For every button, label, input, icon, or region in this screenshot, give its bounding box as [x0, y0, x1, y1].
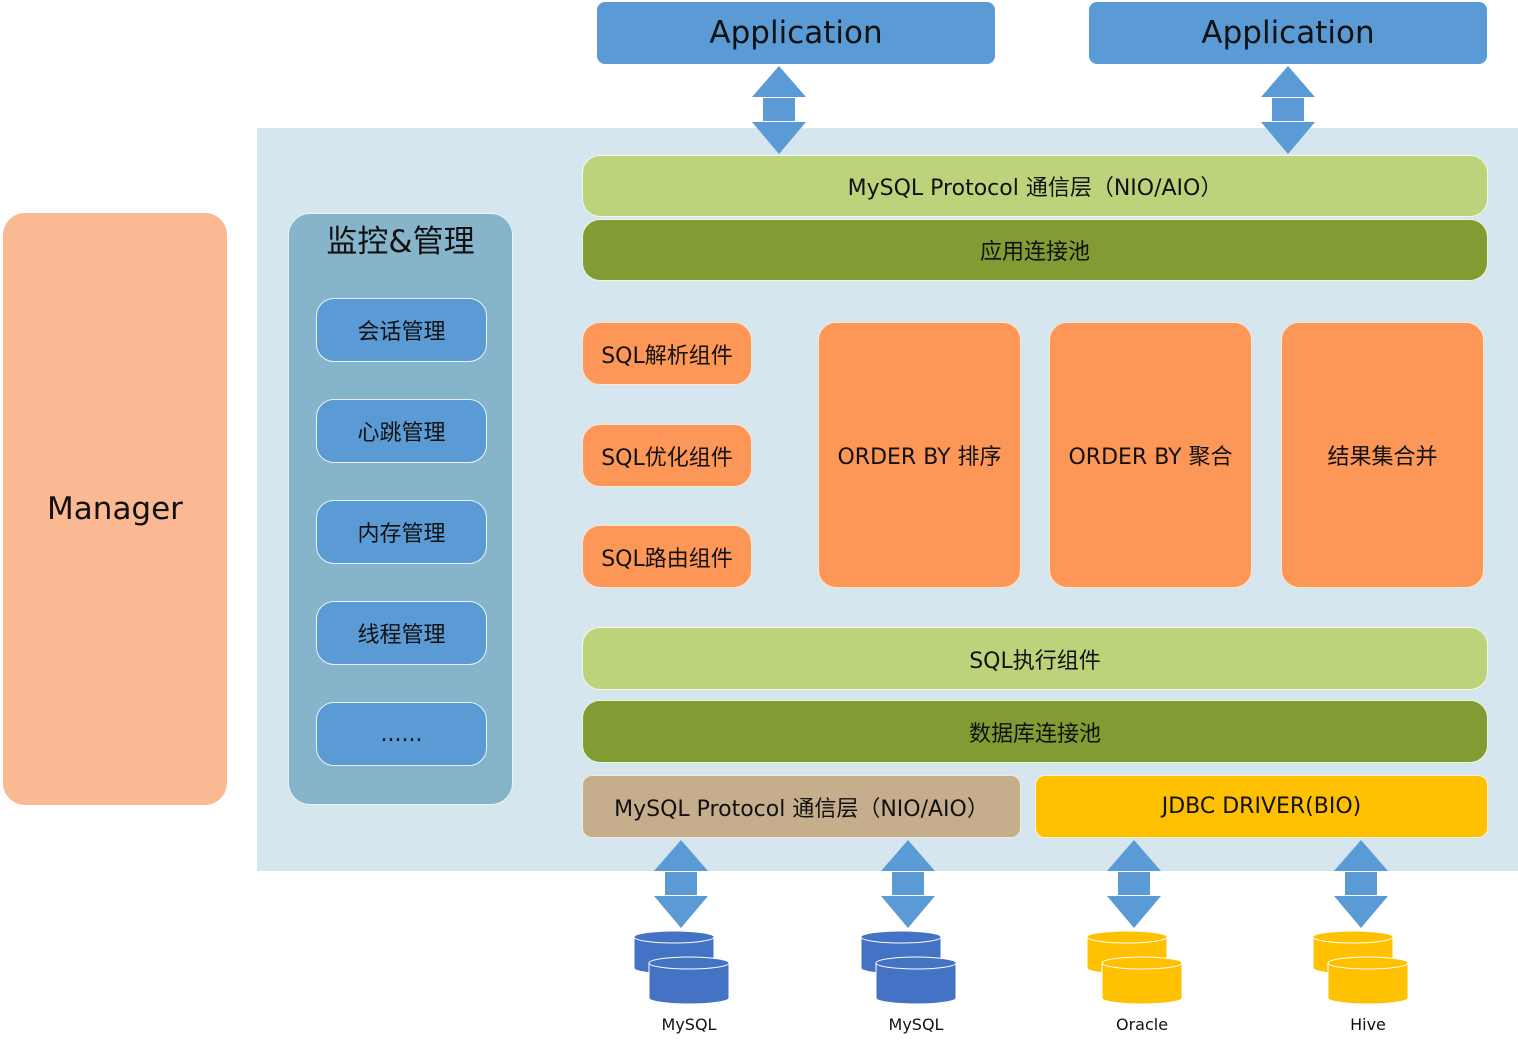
database-icon [1086, 930, 1183, 1005]
monitor-item-label: 内存管理 [357, 522, 446, 547]
monitor-item-label: ...... [380, 721, 423, 747]
double-arrow-icon [1107, 840, 1161, 928]
database-label-mysql-1: MySQL [661, 1015, 717, 1034]
monitor-item-memory: 内存管理 [316, 500, 487, 564]
result-merge-box: 结果集合并 [1281, 322, 1484, 588]
monitor-item-heartbeat: 心跳管理 [316, 399, 487, 463]
layer-label: 应用连接池 [979, 240, 1090, 265]
database-label-oracle: Oracle [1115, 1015, 1169, 1034]
application-label: Application [709, 15, 883, 51]
processor-label: ORDER BY 聚合 [1068, 445, 1233, 470]
monitor-item-label: 心跳管理 [357, 421, 446, 446]
protocol-layer-top: MySQL Protocol 通信层（NIO/AIO） [582, 155, 1488, 217]
monitor-item-thread: 线程管理 [316, 601, 487, 665]
jdbc-driver-layer: JDBC DRIVER(BIO) [1035, 775, 1488, 838]
layer-label: JDBC DRIVER(BIO) [1161, 794, 1362, 819]
application-label: Application [1201, 15, 1375, 51]
double-arrow-icon [752, 66, 806, 154]
component-label: SQL优化组件 [601, 445, 733, 471]
processor-label: 结果集合并 [1327, 445, 1438, 470]
application-box-2: Application [1089, 2, 1487, 64]
double-arrow-icon [1334, 840, 1388, 928]
component-label: SQL解析组件 [601, 343, 733, 369]
database-icon [860, 930, 957, 1005]
processor-label: ORDER BY 排序 [837, 445, 1002, 470]
double-arrow-icon [1261, 66, 1315, 154]
application-box-1: Application [597, 2, 995, 64]
manager-box: Manager [3, 213, 227, 805]
layer-label: 数据库连接池 [968, 721, 1101, 747]
monitor-item-session: 会话管理 [316, 298, 487, 362]
manager-label: Manager [47, 491, 183, 527]
layer-label: SQL执行组件 [969, 648, 1101, 674]
monitor-item-label: 线程管理 [357, 623, 446, 648]
app-connection-pool: 应用连接池 [582, 219, 1488, 281]
db-connection-pool: 数据库连接池 [582, 700, 1488, 763]
monitor-panel: 监控&管理 会话管理 心跳管理 内存管理 线程管理 ...... [288, 213, 513, 805]
component-label: SQL路由组件 [601, 546, 733, 572]
sql-route-component: SQL路由组件 [582, 525, 752, 588]
double-arrow-icon [881, 840, 935, 928]
database-icon [1312, 930, 1409, 1005]
database-icon [633, 930, 730, 1005]
database-label-hive: Hive [1350, 1015, 1386, 1034]
order-by-aggregate-box: ORDER BY 聚合 [1049, 322, 1252, 588]
monitor-item-label: 会话管理 [357, 320, 446, 345]
monitor-title: 监控&管理 [326, 223, 475, 260]
monitor-item-more: ...... [316, 702, 487, 766]
layer-label: MySQL Protocol 通信层（NIO/AIO） [847, 176, 1223, 201]
sql-optimize-component: SQL优化组件 [582, 424, 752, 487]
order-by-sort-box: ORDER BY 排序 [818, 322, 1021, 588]
database-label-mysql-2: MySQL [888, 1015, 944, 1034]
layer-label: MySQL Protocol 通信层（NIO/AIO） [614, 796, 989, 822]
protocol-layer-bottom: MySQL Protocol 通信层（NIO/AIO） [582, 775, 1021, 838]
sql-parse-component: SQL解析组件 [582, 322, 752, 385]
sql-execute-component: SQL执行组件 [582, 627, 1488, 690]
double-arrow-icon [654, 840, 708, 928]
